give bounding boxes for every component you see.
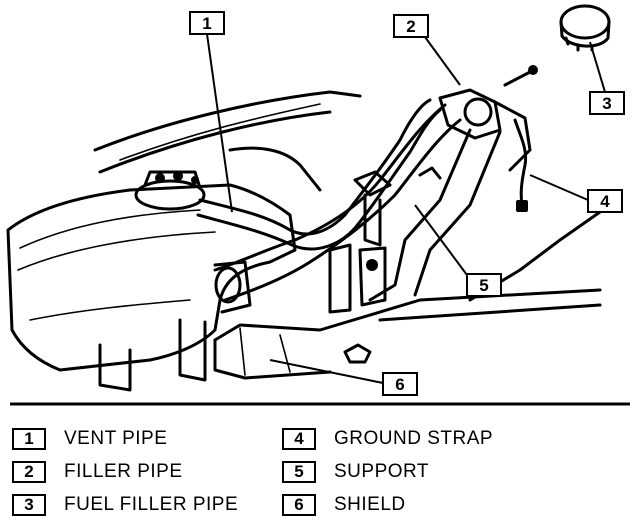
callout-3: 3 (589, 91, 625, 115)
legend-item-support: 5 SUPPORT (282, 459, 429, 485)
callout-3-number: 3 (602, 94, 611, 113)
legend-label: FUEL FILLER PIPE (64, 494, 239, 515)
callout-4: 4 (587, 189, 623, 213)
callout-5-number: 5 (479, 276, 488, 295)
callout-1: 1 (189, 11, 225, 35)
fasteners (343, 65, 538, 364)
legend-item-shield: 6 SHIELD (282, 492, 406, 518)
legend-item-fuel-filler-pipe: 3 FUEL FILLER PIPE (12, 492, 238, 518)
callout-2: 2 (393, 14, 429, 38)
legend-item-ground-strap: 4 GROUND STRAP (282, 426, 493, 452)
support-bracket (328, 128, 502, 314)
legend-number-box: 6 (282, 494, 316, 516)
legend-number-box: 4 (282, 428, 316, 450)
filler-neck (438, 88, 532, 172)
legend-label: FILLER PIPE (64, 461, 183, 482)
legend-label: SUPPORT (334, 461, 430, 482)
callout-5: 5 (466, 273, 502, 297)
ground-strap (513, 118, 528, 212)
legend-number-box: 1 (12, 428, 46, 450)
legend-number-box: 2 (12, 461, 46, 483)
fuel-filler-cap (559, 4, 611, 52)
fuel-tank (6, 183, 297, 392)
legend-label: GROUND STRAP (334, 428, 494, 449)
callout-1-number: 1 (202, 14, 211, 33)
callout-6-number: 6 (395, 375, 404, 394)
callout-leaders (206, 33, 606, 384)
legend-number-box: 5 (282, 461, 316, 483)
frame-rails (93, 90, 362, 192)
legend-number-box: 3 (12, 494, 46, 516)
callout-6: 6 (382, 372, 418, 396)
callout-2-number: 2 (406, 17, 415, 36)
callout-4-number: 4 (600, 192, 610, 211)
legend-label: SHIELD (334, 494, 406, 515)
tank-sender (134, 170, 206, 211)
legend-item-vent-pipe: 1 VENT PIPE (12, 426, 167, 452)
legend-item-filler-pipe: 2 FILLER PIPE (12, 459, 183, 485)
vent-pipe (196, 98, 442, 251)
legend-label: VENT PIPE (64, 428, 168, 449)
legend: 1 VENT PIPE 2 FILLER PIPE 3 FUEL FILLER … (0, 424, 640, 520)
filler-pipe (213, 103, 462, 314)
